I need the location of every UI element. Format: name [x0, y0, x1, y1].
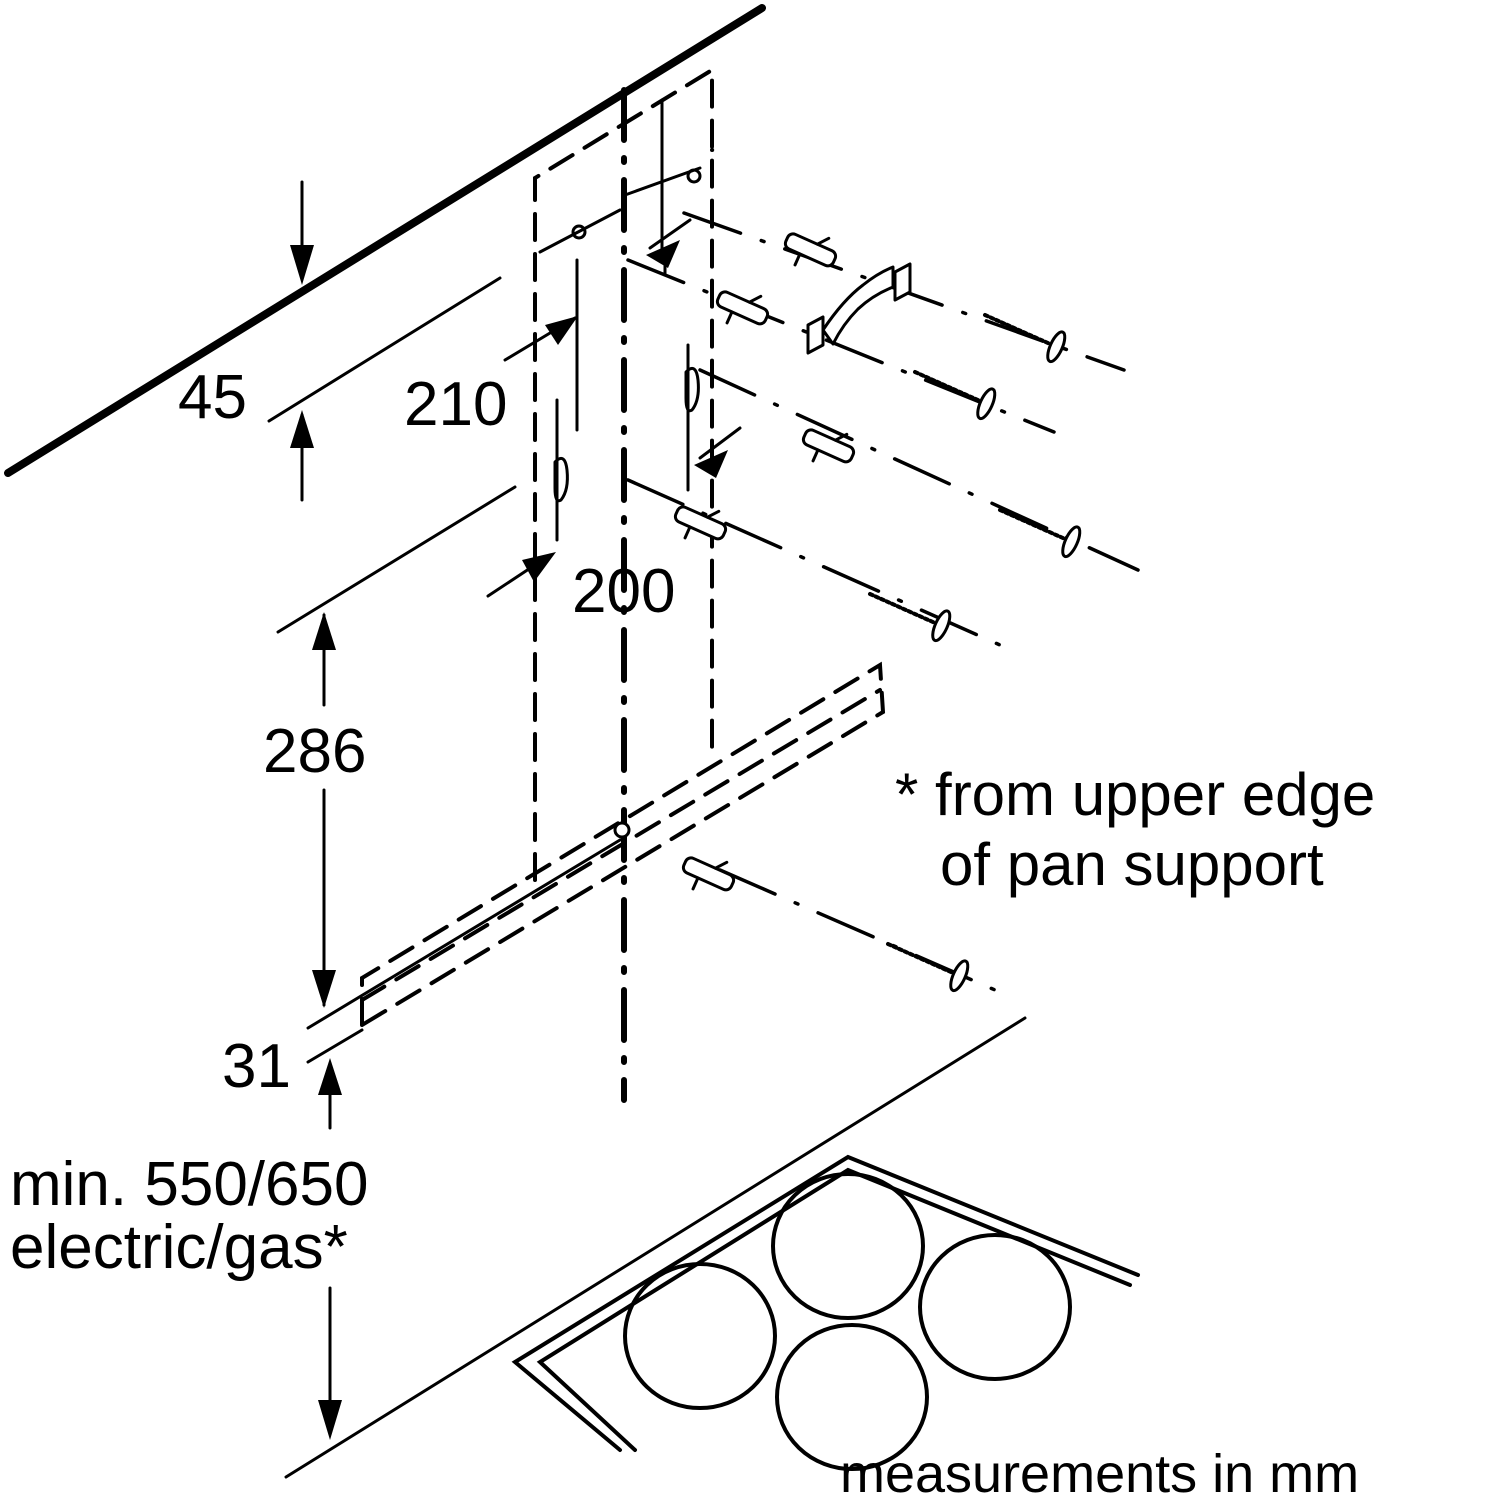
mounting-bracket — [806, 262, 912, 355]
hob-burner-3 — [623, 1262, 777, 1410]
wall-plug-icon — [801, 428, 856, 464]
screws — [868, 313, 1082, 993]
screw-icon — [886, 942, 970, 993]
footnote-line2: of pan support — [940, 831, 1324, 898]
ceiling-line — [4, 4, 766, 477]
hob-burner-2 — [918, 1233, 1072, 1381]
wall-plug-icon — [681, 856, 736, 892]
hob — [511, 1154, 1140, 1471]
dimension-45-label: 45 — [178, 363, 247, 432]
dimension-286-label: 286 — [263, 717, 366, 786]
dimension-286-arrows — [312, 612, 336, 1008]
hob-burner-1 — [771, 1172, 925, 1320]
wall-plug-icon — [673, 505, 728, 541]
wall-plug-icon — [783, 232, 838, 268]
dimension-210-label: 210 — [404, 370, 507, 439]
min-height-arrow — [284, 1016, 1027, 1479]
units-note: measurements in mm — [840, 1444, 1359, 1500]
dimension-45-arrows — [267, 180, 502, 502]
wall-plugs — [673, 232, 856, 892]
min-height-label-line1: min. 550/650 — [10, 1150, 368, 1219]
screw-icon — [983, 313, 1067, 364]
screw-icon — [868, 592, 952, 643]
screw-icon — [998, 508, 1082, 559]
dimension-210-arrows — [503, 98, 692, 432]
min-height-label-line2: electric/gas* — [10, 1213, 348, 1282]
wall-plug-icon — [715, 290, 770, 326]
reference-line-upper — [276, 485, 517, 634]
hood-canopy-outline — [306, 661, 886, 1064]
dimension-31-label: 31 — [222, 1032, 291, 1101]
dimension-31-arrows — [318, 1058, 342, 1130]
hob-burner-4 — [775, 1323, 929, 1471]
dimension-200-arrows — [486, 343, 742, 598]
screw-icon — [913, 370, 997, 421]
footnote-line1: * from upper edge — [895, 761, 1375, 828]
dimension-200-label: 200 — [572, 557, 675, 626]
